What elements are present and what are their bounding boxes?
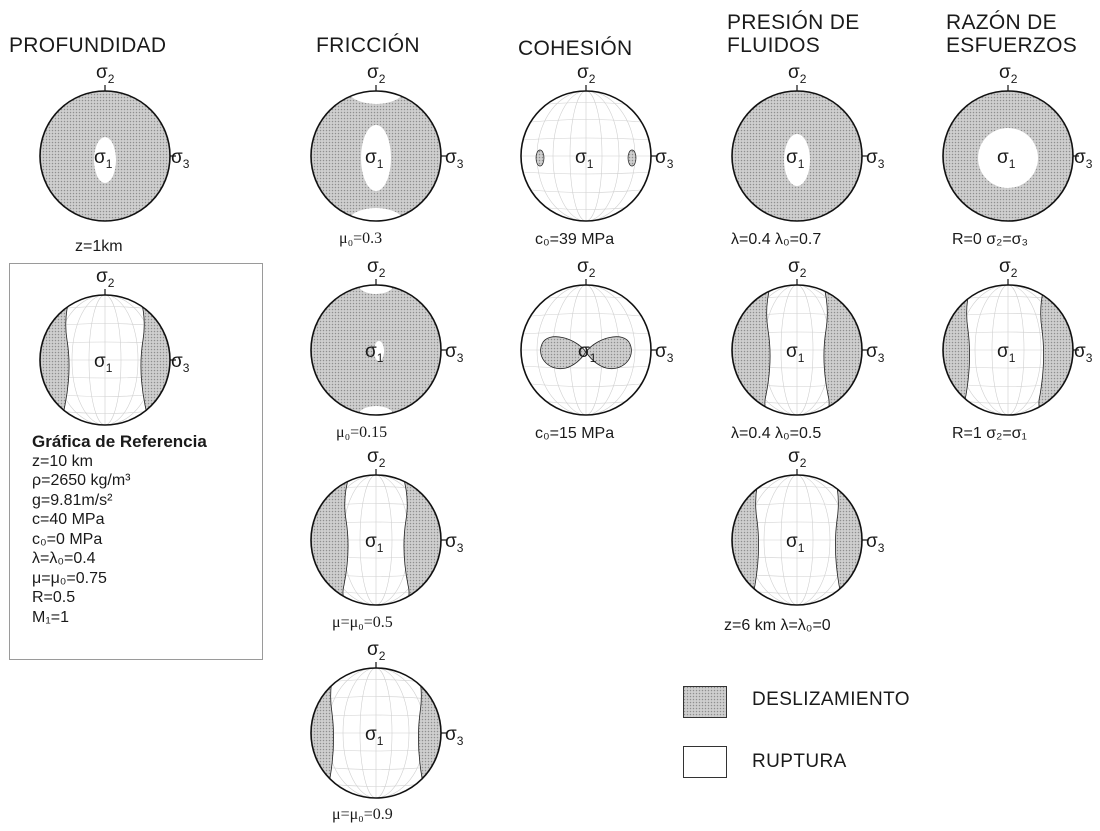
stereonet-razon-r1 (942, 278, 1080, 416)
ref-param: R=0.5 (32, 589, 76, 606)
reference-title: Gráfica de Referencia (32, 432, 207, 451)
svg-text:σ3: σ3 (171, 351, 190, 375)
svg-text:σ3: σ3 (655, 341, 674, 365)
ref-param: z=10 km (32, 452, 93, 470)
column-title-cohesion: COHESIÓN (518, 37, 633, 60)
caption-pres1: λ=0.4 λ₀=0.7 (731, 231, 822, 248)
column-title-friccion: FRICCIÓN (316, 34, 420, 57)
svg-text:σ3: σ3 (445, 724, 464, 748)
svg-text:σ3: σ3 (1074, 147, 1093, 171)
svg-text:σ3: σ3 (655, 147, 674, 171)
reference-parameters: Gráfica de Referencia z=10 km ρ=2650 kg/… (32, 432, 207, 627)
svg-text:σ1: σ1 (94, 351, 113, 375)
stereonet-cohesion-c39 (520, 84, 658, 222)
sigma-set: σ2 σ1 σ3 (94, 62, 190, 171)
ref-param: g=9.81m/s² (32, 491, 113, 509)
svg-text:σ1: σ1 (786, 531, 805, 555)
svg-text:σ3: σ3 (866, 341, 885, 365)
svg-text:σ2: σ2 (999, 256, 1018, 280)
column-title-presion-line1: PRESIÓN DE (727, 11, 860, 34)
caption-coh2: c₀=15 MPa (535, 425, 615, 442)
legend-swatch-slip (683, 686, 727, 718)
stereonet-razon-r0 (942, 84, 1080, 222)
stereonet-presion-l07 (731, 84, 869, 222)
stereonet-presion-l05 (731, 278, 869, 416)
svg-text:σ3: σ3 (866, 147, 885, 171)
ref-param: λ=λ₀=0.4 (32, 550, 96, 567)
ref-param: c=40 MPa (32, 511, 105, 528)
svg-text:σ3: σ3 (445, 531, 464, 555)
caption-prof: z=1km (75, 238, 123, 255)
svg-text:σ2: σ2 (788, 446, 807, 470)
svg-text:σ1: σ1 (365, 341, 384, 365)
sigma3-label: σ3 (171, 147, 190, 171)
svg-text:σ3: σ3 (445, 341, 464, 365)
caption-fric1: μ₀=0.3 (339, 230, 383, 247)
legend-label-rupture: RUPTURA (752, 751, 847, 772)
svg-text:σ3: σ3 (1074, 341, 1093, 365)
sigma2-label: σ2 (96, 62, 115, 86)
svg-text:σ3: σ3 (445, 147, 464, 171)
svg-text:σ2: σ2 (788, 256, 807, 280)
stereonet-friccion-mu09 (310, 661, 448, 799)
caption-pres2: λ=0.4 λ₀=0.5 (731, 425, 822, 442)
stereonet-friccion-mu015 (310, 278, 448, 416)
svg-text:σ2: σ2 (367, 639, 386, 663)
stereonet-friccion-mu03 (310, 84, 448, 222)
stereonet-presion-z6 (731, 468, 869, 606)
svg-text:σ2: σ2 (577, 62, 596, 86)
svg-text:σ1: σ1 (786, 341, 805, 365)
svg-text:σ2: σ2 (367, 256, 386, 280)
svg-text:σ1: σ1 (365, 147, 384, 171)
ref-param: c₀=0 MPa (32, 530, 103, 548)
rupture-region (94, 137, 116, 183)
column-title-presion-line2: FLUIDOS (727, 34, 821, 57)
svg-text:σ2: σ2 (367, 62, 386, 86)
column-title-profundidad: PROFUNDIDAD (9, 34, 167, 57)
stereonet-profundidad-z1 (39, 84, 177, 222)
svg-text:σ1: σ1 (365, 724, 384, 748)
caption-raz1: R=0 σ₂=σ₃ (952, 231, 1029, 248)
sigma1-label: σ1 (94, 147, 113, 171)
reference-box (9, 263, 263, 660)
ref-param: M₁=1 (32, 608, 69, 626)
stereonet-cohesion-c15 (520, 278, 658, 416)
caption-fric4: μ=μ₀=0.9 (332, 806, 393, 823)
ref-param: ρ=2650 kg/m³ (32, 472, 131, 489)
svg-text:σ3: σ3 (866, 531, 885, 555)
svg-text:σ1: σ1 (575, 147, 594, 171)
caption-raz2: R=1 σ₂=σ₁ (952, 425, 1027, 442)
svg-text:σ1: σ1 (786, 147, 805, 171)
caption-fric3: μ=μ₀=0.5 (332, 614, 393, 631)
svg-text:σ2: σ2 (367, 446, 386, 470)
svg-text:σ2: σ2 (788, 62, 807, 86)
svg-text:σ2: σ2 (96, 266, 115, 290)
svg-text:σ1: σ1 (578, 341, 597, 365)
legend-swatch-rupture (683, 746, 727, 778)
stereonet-friccion-mu05 (310, 468, 448, 606)
svg-text:σ2: σ2 (577, 256, 596, 280)
caption-pres3: z=6 km λ=λ₀=0 (724, 617, 831, 634)
column-title-razon-line2: ESFUERZOS (946, 34, 1078, 57)
stereonet-reference (39, 288, 177, 426)
svg-text:σ1: σ1 (997, 147, 1016, 171)
svg-text:σ1: σ1 (365, 531, 384, 555)
svg-text:σ2: σ2 (999, 62, 1018, 86)
caption-fric2: μ₀=0.15 (336, 424, 388, 441)
legend-label-slip: DESLIZAMIENTO (752, 689, 910, 710)
caption-coh1: c₀=39 MPa (535, 231, 615, 248)
column-title-razon-line1: RAZÓN DE (946, 11, 1057, 34)
ref-param: μ=μ₀=0.75 (32, 569, 107, 587)
svg-text:σ1: σ1 (997, 341, 1016, 365)
